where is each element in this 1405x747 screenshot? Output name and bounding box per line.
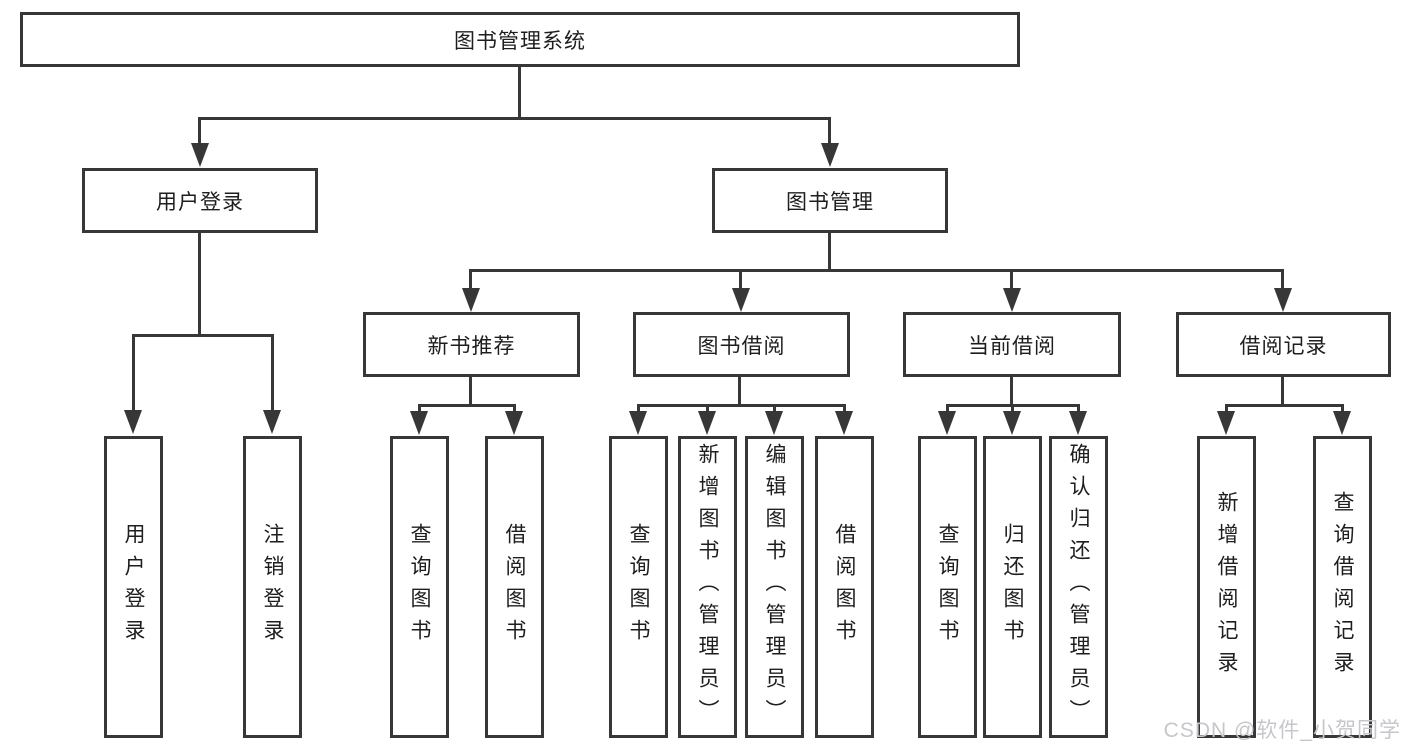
- leaf-user-login: 用户登录: [104, 436, 163, 738]
- arrowhead-new-book-recommend: [462, 288, 480, 312]
- arrowhead-book-borrow: [732, 288, 750, 312]
- connector-drop-query-record: [1341, 406, 1344, 414]
- connector-bb-trunk: [738, 377, 741, 407]
- leaf-borrow-book-borrow-label: 借阅图书: [833, 523, 856, 651]
- node-user-login: 用户登录: [82, 168, 318, 233]
- arrowhead-add-record: [1217, 411, 1235, 435]
- connector-br-bar: [1225, 404, 1344, 407]
- node-book-management: 图书管理: [712, 168, 948, 233]
- leaf-return-book-label: 归还图书: [1001, 523, 1024, 651]
- arrowhead-book-management: [821, 143, 839, 167]
- connector-drop-return-book: [1011, 406, 1014, 414]
- connector-nbr-trunk: [469, 377, 472, 407]
- connector-br-trunk: [1281, 377, 1284, 407]
- leaf-borrow-book-borrow: 借阅图书: [815, 436, 874, 738]
- arrowhead-current-borrow: [1003, 288, 1021, 312]
- connector-drop-query-book-bor: [637, 406, 640, 414]
- arrowhead-edit-book: [765, 411, 783, 435]
- connector-drop-current-borrow: [1010, 271, 1013, 291]
- leaf-borrow-book-recommend-label: 借阅图书: [503, 523, 526, 651]
- node-root: 图书管理系统: [20, 12, 1020, 67]
- leaf-return-book: 归还图书: [983, 436, 1042, 738]
- node-borrow-records-label: 借阅记录: [1239, 334, 1328, 358]
- leaf-user-login-label: 用户登录: [122, 523, 145, 651]
- connector-drop-edit-book: [773, 406, 776, 414]
- connector-book-management-trunk: [828, 233, 831, 272]
- leaf-add-borrow-record: 新增借阅记录: [1197, 436, 1256, 738]
- connector-drop-borrow-book-bor: [843, 406, 846, 414]
- leaf-query-book-borrow-label: 查询图书: [627, 523, 650, 651]
- connector-nbr-bar: [418, 404, 516, 407]
- connector-drop-new-book-recommend: [469, 271, 472, 291]
- leaf-query-borrow-record-label: 查询借阅记录: [1331, 491, 1354, 683]
- connector-drop-leaf-logout: [271, 336, 274, 412]
- node-book-borrow-label: 图书借阅: [697, 334, 786, 358]
- leaf-edit-book-admin-label: 编辑图书（管理员）: [763, 443, 786, 731]
- connector-user-login-bar: [132, 334, 274, 337]
- leaf-borrow-book-recommend: 借阅图书: [485, 436, 544, 738]
- arrowhead-add-book: [698, 411, 716, 435]
- arrowhead-query-record: [1333, 411, 1351, 435]
- leaf-add-borrow-record-label: 新增借阅记录: [1215, 491, 1238, 683]
- connector-cb-bar: [946, 404, 1080, 407]
- node-current-borrow: 当前借阅: [903, 312, 1121, 377]
- arrowhead-borrow-book-rec: [505, 411, 523, 435]
- leaf-logout: 注销登录: [243, 436, 302, 738]
- connector-drop-user-login: [198, 119, 201, 146]
- arrowhead-leaf-logout: [263, 410, 281, 434]
- arrowhead-borrow-records: [1274, 288, 1292, 312]
- node-book-management-label: 图书管理: [786, 190, 874, 214]
- connector-drop-book-management: [828, 119, 831, 146]
- arrowhead-query-book-cur: [938, 411, 956, 435]
- node-new-book-recommend-label: 新书推荐: [427, 334, 516, 358]
- connector-drop-borrow-book-rec: [513, 406, 516, 414]
- arrowhead-confirm-return: [1069, 411, 1087, 435]
- leaf-confirm-return-admin-label: 确认归还（管理员）: [1067, 443, 1090, 731]
- connector-level2-bar: [198, 117, 831, 120]
- leaf-add-book-admin: 新增图书（管理员）: [678, 436, 737, 738]
- arrowhead-return-book: [1003, 411, 1021, 435]
- node-root-label: 图书管理系统: [454, 29, 586, 53]
- arrowhead-borrow-book-bor: [835, 411, 853, 435]
- arrowhead-query-book-bor: [629, 411, 647, 435]
- leaf-edit-book-admin: 编辑图书（管理员）: [745, 436, 804, 738]
- connector-drop-add-record: [1225, 406, 1228, 414]
- node-new-book-recommend: 新书推荐: [363, 312, 580, 377]
- csdn-watermark: CSDN @软件_小贺同学: [1163, 719, 1401, 742]
- connector-drop-confirm-return: [1077, 406, 1080, 414]
- connector-drop-leaf-user-login: [132, 336, 135, 412]
- connector-bb-bar: [637, 404, 846, 407]
- connector-root-trunk: [518, 67, 521, 117]
- node-borrow-records: 借阅记录: [1176, 312, 1391, 377]
- connector-drop-add-book: [706, 406, 709, 414]
- leaf-query-book-current: 查询图书: [918, 436, 977, 738]
- leaf-query-book-recommend: 查询图书: [390, 436, 449, 738]
- node-current-borrow-label: 当前借阅: [968, 334, 1056, 358]
- arrowhead-user-login: [191, 143, 209, 167]
- leaf-query-book-recommend-label: 查询图书: [408, 523, 431, 651]
- connector-drop-query-book-rec: [418, 406, 421, 414]
- node-book-borrow: 图书借阅: [633, 312, 850, 377]
- connector-drop-book-borrow: [739, 271, 742, 291]
- connector-drop-borrow-records: [1281, 271, 1284, 291]
- leaf-query-borrow-record: 查询借阅记录: [1313, 436, 1372, 738]
- connector-drop-query-book-cur: [946, 406, 949, 414]
- node-user-login-label: 用户登录: [156, 190, 244, 214]
- leaf-logout-label: 注销登录: [261, 523, 284, 651]
- leaf-query-book-current-label: 查询图书: [936, 523, 959, 651]
- arrowhead-query-book-rec: [410, 411, 428, 435]
- leaf-query-book-borrow: 查询图书: [609, 436, 668, 738]
- connector-user-login-trunk: [198, 233, 201, 336]
- connector-level3-bar: [469, 269, 1284, 272]
- arrowhead-leaf-user-login: [124, 410, 142, 434]
- leaf-add-book-admin-label: 新增图书（管理员）: [696, 443, 719, 731]
- leaf-confirm-return-admin: 确认归还（管理员）: [1049, 436, 1108, 738]
- connector-cb-trunk: [1010, 377, 1013, 407]
